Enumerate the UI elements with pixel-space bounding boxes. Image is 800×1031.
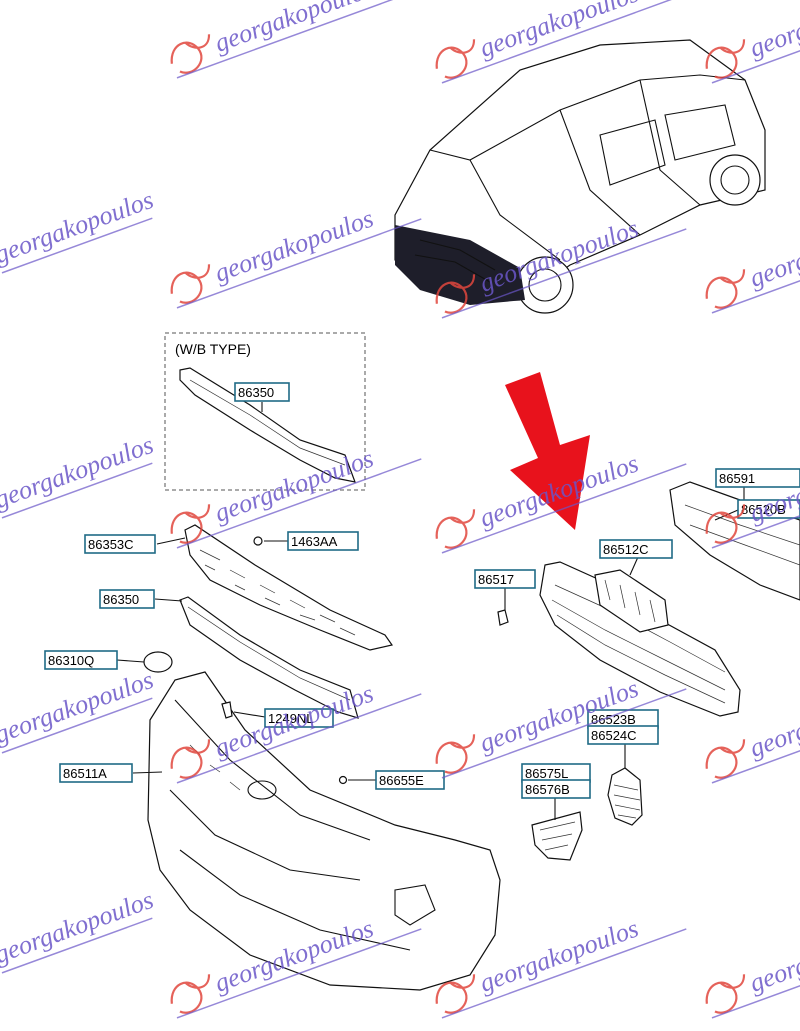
watermark: georgakopoulos [0, 665, 157, 754]
watermark: georgakopoulos [0, 185, 157, 274]
watermark-text: georgakopoulos [0, 665, 157, 749]
label-86523b: 86523B [591, 712, 636, 727]
label-86310q: 86310Q [48, 653, 94, 668]
watermark: georgakopoulos [170, 203, 422, 309]
label-86350-wb: 86350 [238, 385, 274, 400]
front-bumper [147, 671, 501, 991]
wb-type-label: (W/B TYPE) [175, 341, 251, 357]
label-86350: 86350 [103, 592, 139, 607]
lower-grille [539, 561, 741, 717]
clip-86655e [338, 775, 348, 785]
watermark-text: georgakopoulos [746, 913, 800, 997]
label-86591: 86591 [719, 471, 755, 486]
label-1249nl: 1249NL [268, 711, 314, 726]
label-86575l: 86575L [525, 766, 568, 781]
car-illustration [394, 39, 766, 314]
watermark: georgakopoulos [705, 913, 800, 1019]
watermark: georgakopoulos [0, 885, 157, 974]
watermark: georgakopoulos [0, 430, 157, 519]
leader-lines [116, 402, 745, 820]
fog-lamp-cover [607, 767, 643, 826]
label-86512c: 86512C [603, 542, 649, 557]
label-86353c: 86353C [88, 537, 134, 552]
label-86524c: 86524C [591, 728, 637, 743]
screw-1249nl [221, 701, 233, 719]
watermark-text: georgakopoulos [211, 0, 377, 58]
grille-bracket [184, 524, 394, 651]
label-86511a: 86511A [63, 766, 107, 781]
label-1463aa: 1463AA [291, 534, 338, 549]
label-86517: 86517 [478, 572, 514, 587]
screw-1463aa [253, 536, 263, 546]
watermark: georgakopoulos [170, 0, 422, 79]
label-86576b: 86576B [525, 782, 570, 797]
red-pointer-arrow [505, 372, 590, 530]
watermark-text: georgakopoulos [476, 913, 642, 997]
watermark-text: georgakopoulos [0, 185, 157, 269]
watermark: georgakopoulos [705, 208, 800, 314]
grille-lower [179, 596, 359, 719]
watermark-text: georgakopoulos [211, 203, 377, 287]
watermark-text: georgakopoulos [746, 208, 800, 292]
part-number-labels: 86350 86353C 1463AA 86350 86310Q 1249NL … [44, 382, 800, 799]
side-bracket [531, 811, 583, 861]
watermark-text: georgakopoulos [746, 678, 800, 762]
label-86655e: 86655E [379, 773, 424, 788]
clip-part [497, 609, 509, 626]
watermark-text: georgakopoulos [0, 885, 157, 969]
watermark-text: georgakopoulos [0, 430, 157, 514]
label-86520b: 86520B [741, 502, 786, 517]
